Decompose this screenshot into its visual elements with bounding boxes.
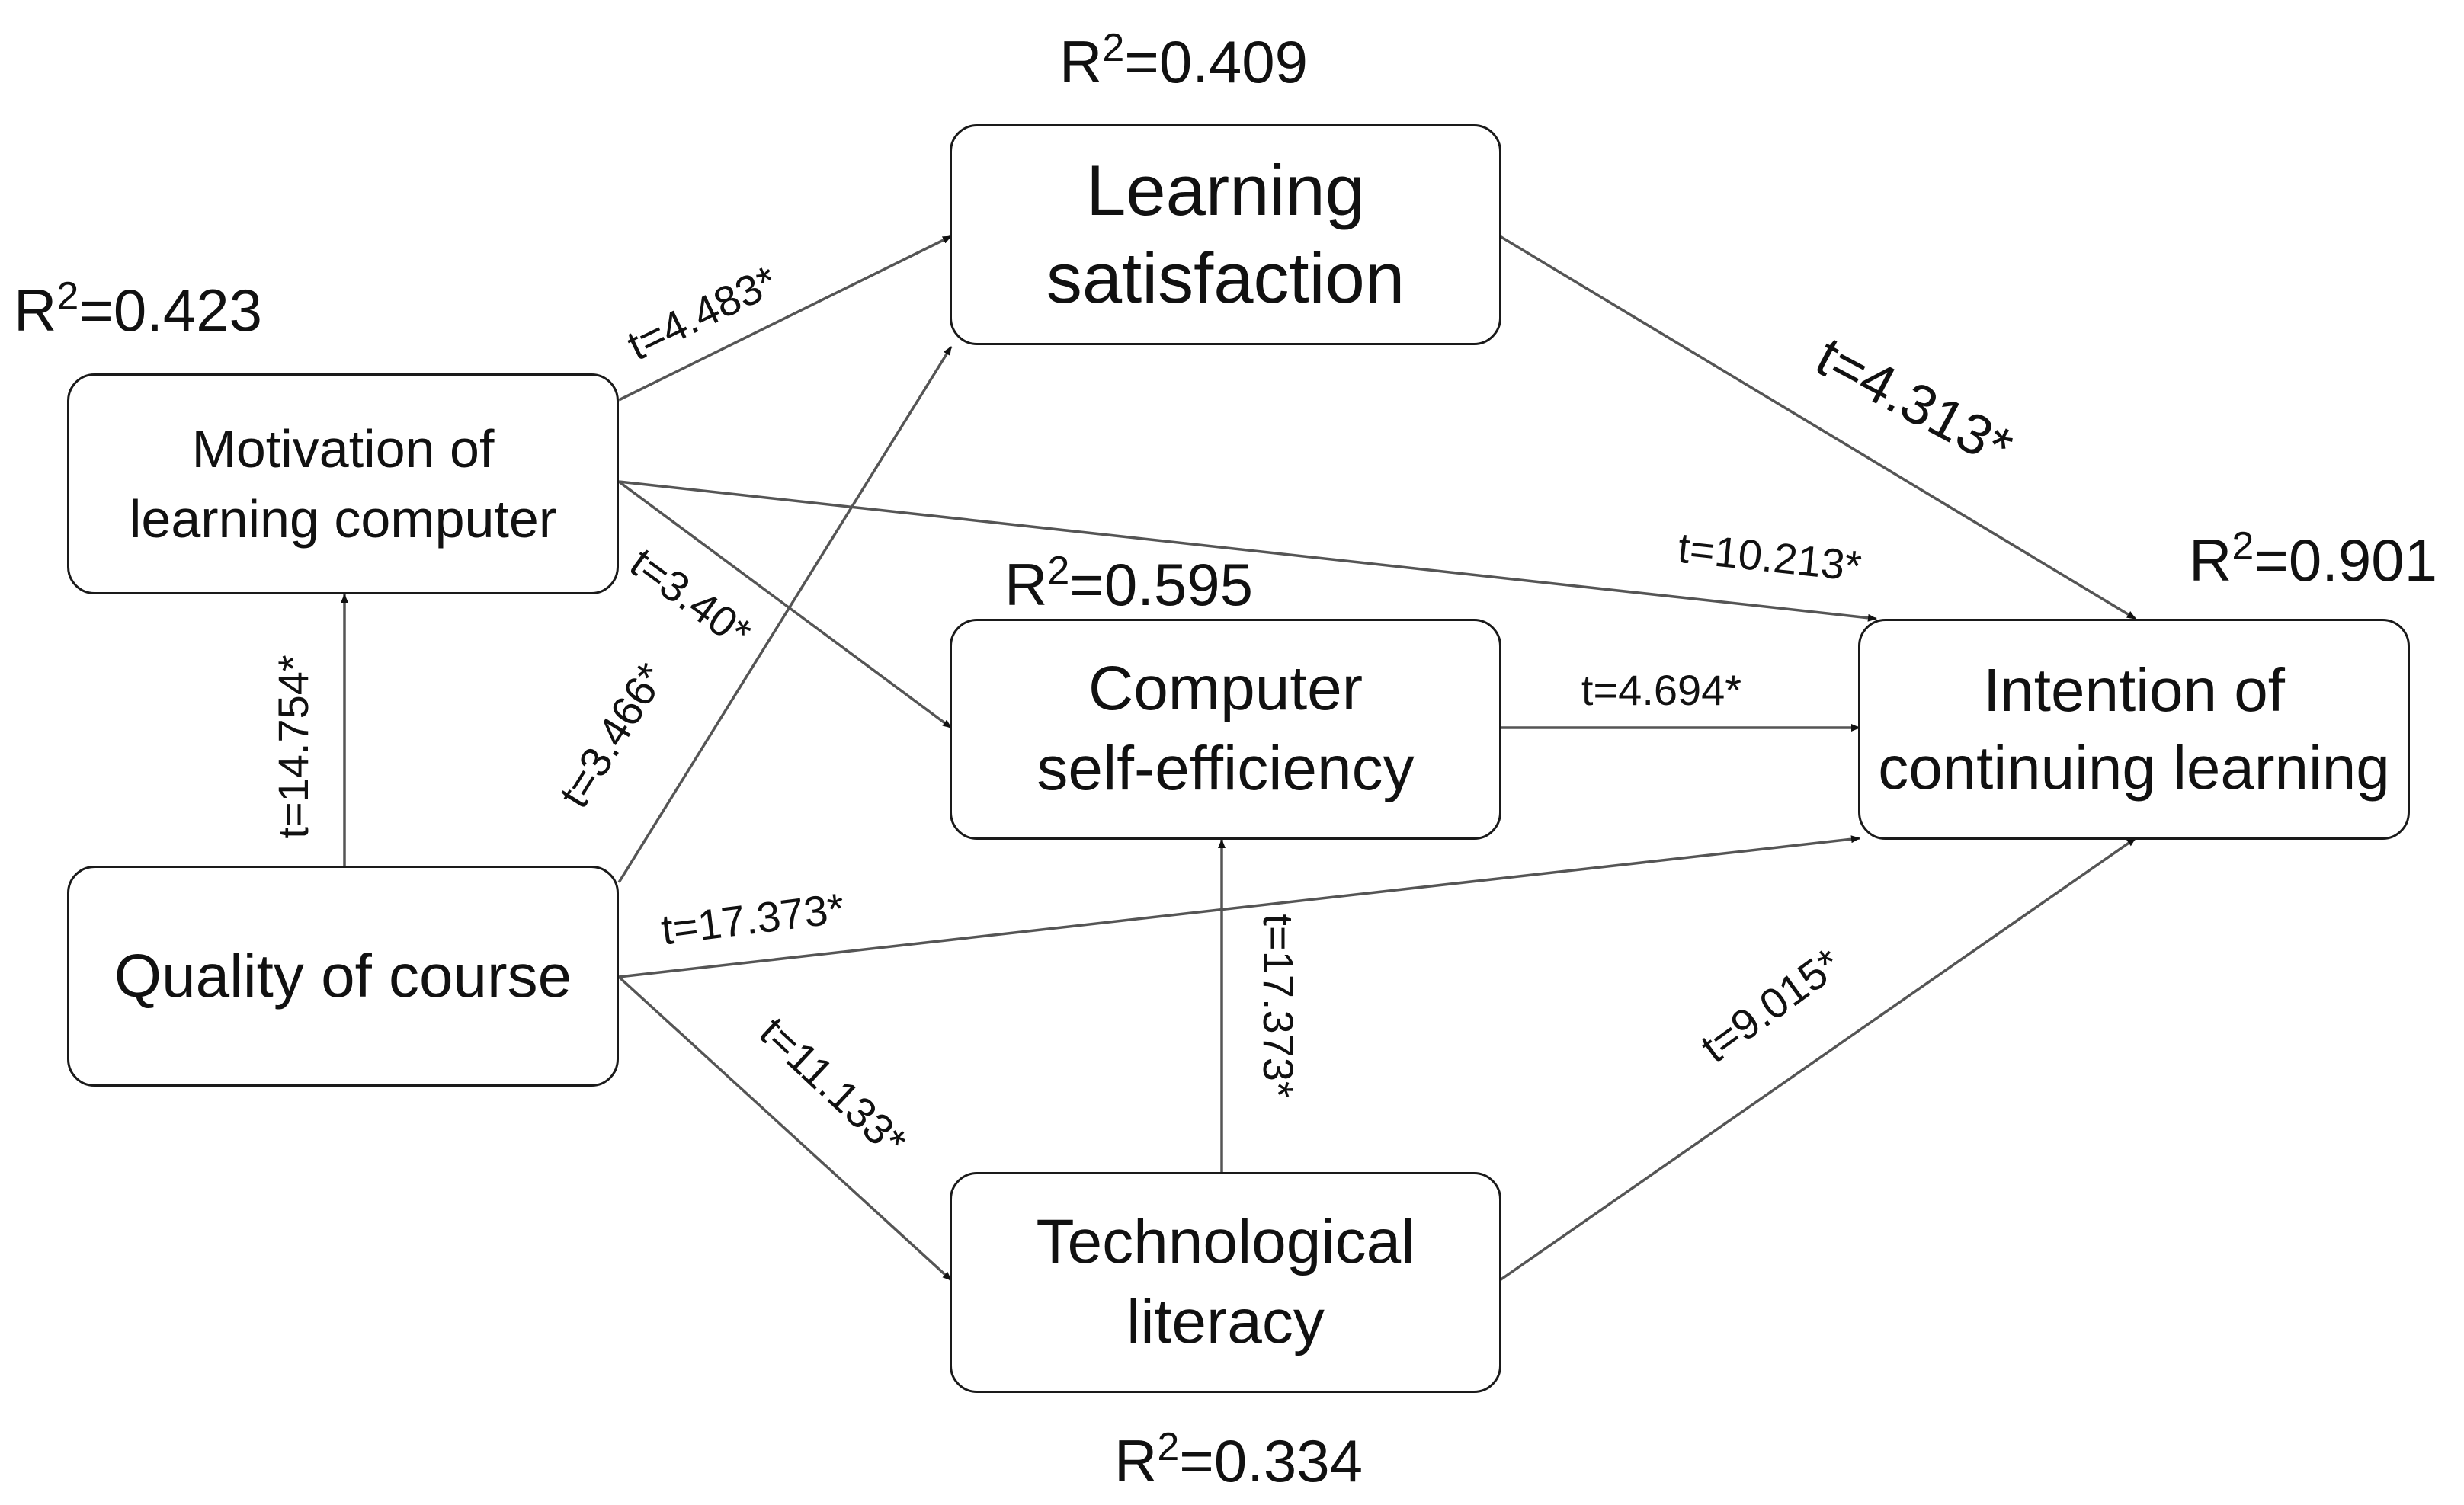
r2-self-efficiency: R2=0.595 bbox=[1005, 549, 1254, 618]
node-self-efficiency: Computer self-efficiency bbox=[950, 619, 1501, 840]
r2-motivation: R2=0.423 bbox=[14, 274, 263, 344]
node-literacy-label: Technological literacy bbox=[1036, 1207, 1415, 1356]
label-motivation-satisfaction: t=4.483* bbox=[620, 256, 785, 370]
node-quality: Quality of course bbox=[67, 866, 619, 1087]
r2-intention: R2=0.901 bbox=[2189, 524, 2438, 594]
node-self-efficiency-label: Computer self-efficiency bbox=[1037, 654, 1415, 803]
edge-satisfaction-intention bbox=[1499, 235, 2136, 620]
edge-quality-literacy bbox=[617, 975, 953, 1282]
node-satisfaction-label: Learning satisfaction bbox=[1046, 150, 1405, 318]
label-literacy-self-efficiency: t=17.373* bbox=[1254, 914, 1302, 1097]
label-self-efficiency-intention: t=4.694* bbox=[1581, 666, 1741, 714]
node-literacy: Technological literacy bbox=[950, 1172, 1501, 1393]
label-motivation-self-efficiency: t=3.40* bbox=[622, 538, 761, 657]
label-quality-intention: t=17.373* bbox=[658, 884, 847, 954]
edge-motivation-self-efficiency bbox=[617, 480, 953, 729]
r2-satisfaction: R2=0.409 bbox=[1059, 26, 1309, 95]
edge-motivation-satisfaction bbox=[618, 235, 952, 402]
edge-motivation-intention bbox=[618, 480, 1877, 622]
edge-literacy-intention bbox=[1499, 837, 2136, 1282]
label-quality-literacy: t=11.133* bbox=[751, 1007, 915, 1166]
label-satisfaction-intention: t=4.313* bbox=[1806, 325, 2023, 480]
label-quality-satisfaction: t=3.466* bbox=[550, 655, 675, 816]
edge-quality-intention bbox=[618, 835, 1860, 978]
label-motivation-intention: t=10.213* bbox=[1676, 524, 1864, 591]
r2-literacy: R2=0.334 bbox=[1114, 1425, 1363, 1494]
node-intention-label: Intention of continuing learning bbox=[1878, 655, 2390, 802]
node-motivation-label: Motivation of learning computer bbox=[129, 418, 557, 549]
label-quality-motivation: t=14.754* bbox=[269, 655, 317, 838]
node-intention: Intention of continuing learning bbox=[1858, 619, 2410, 840]
node-satisfaction: Learning satisfaction bbox=[950, 124, 1501, 345]
node-motivation: Motivation of learning computer bbox=[67, 373, 619, 594]
node-quality-label: Quality of course bbox=[114, 942, 572, 1010]
edge-quality-satisfaction bbox=[617, 346, 953, 883]
